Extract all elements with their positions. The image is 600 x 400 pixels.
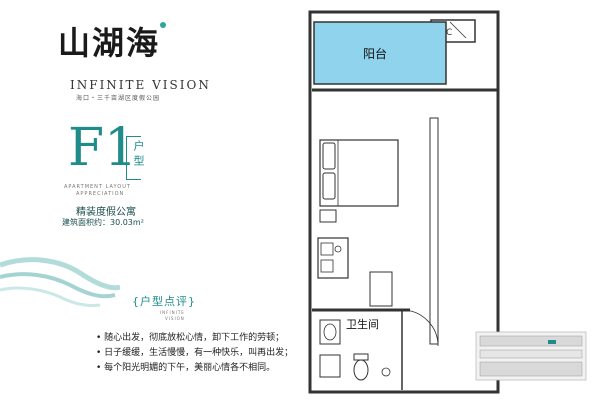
door-icon xyxy=(401,309,439,347)
review-english-line2: VISION xyxy=(165,316,185,321)
brand-english-name: INFINITE VISION xyxy=(70,78,211,92)
toilet-icon xyxy=(353,353,369,361)
unit-type-label: 户型 xyxy=(132,140,145,170)
balcony-label: 阳台 xyxy=(363,46,387,61)
review-points: 随心出发，彻底放松心情，卸下工作的劳顿； 日子缓缓，生活慢慢，有一种快乐，叫再出… xyxy=(96,330,293,375)
floor-plan: A C 阳台 卫生间 xyxy=(308,10,587,394)
key-plan xyxy=(475,331,587,381)
review-point: 每个阳光明媚的下午，美丽心情各不相同。 xyxy=(96,360,293,375)
shower-icon xyxy=(319,354,341,378)
window-icon xyxy=(429,117,439,345)
floor-drain-icon xyxy=(381,367,391,377)
bed-icon xyxy=(319,139,399,207)
brand-subtitle: 海口・三千亩湖区度假公园 xyxy=(76,95,161,102)
review-point: 日子缓缓，生活慢慢，有一种快乐，叫再出发； xyxy=(96,345,293,360)
decorative-wave-icon xyxy=(0,257,120,307)
unit-name: 精装度假公寓 xyxy=(76,207,136,218)
key-plan-unit-marker xyxy=(548,340,556,344)
review-english-line1: INFINITE xyxy=(160,310,185,315)
bathroom-label: 卫生间 xyxy=(346,317,379,331)
balcony-area xyxy=(313,21,447,85)
unit-area: 建筑面积约：30.03m² xyxy=(62,218,144,227)
logo-dot-icon xyxy=(160,22,166,28)
unit-code: F1 xyxy=(68,118,138,178)
review-point: 随心出发，彻底放松心情，卸下工作的劳顿； xyxy=(96,330,293,345)
plan-outer-wall xyxy=(308,10,500,394)
unit-english-line1: APARTMENT LAYOUT xyxy=(64,184,131,190)
kitchen-counter-icon xyxy=(317,237,349,279)
sink-icon xyxy=(319,319,341,345)
brand-logo-text: 山湖海 xyxy=(58,24,161,62)
unit-type-bracket xyxy=(126,136,141,180)
review-title: {户型点评} xyxy=(132,295,196,308)
unit-english-line2: APPRECIATION xyxy=(76,191,125,197)
